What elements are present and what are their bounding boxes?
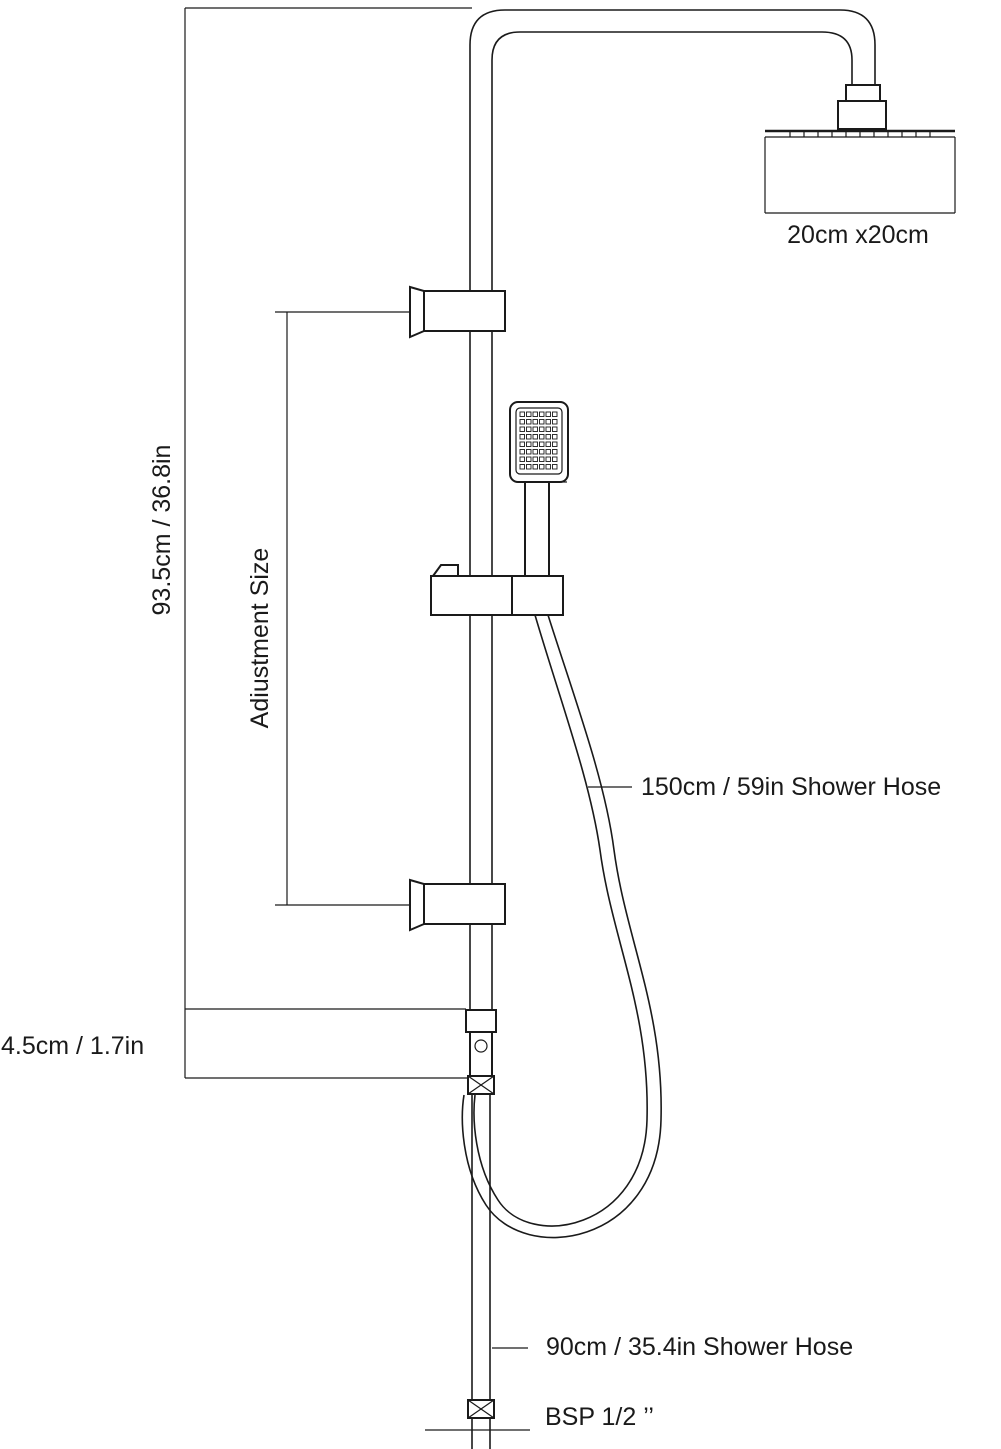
rain-shower-head	[764, 84, 956, 214]
nozzle	[532, 441, 538, 447]
nozzle	[526, 419, 532, 425]
short-shower-hose	[471, 1094, 491, 1400]
nozzle	[552, 434, 558, 440]
nozzle	[539, 456, 545, 462]
nozzle	[539, 434, 545, 440]
nozzle	[526, 441, 532, 447]
bottom-offset-dimension	[185, 1008, 468, 1079]
nozzle	[532, 426, 538, 432]
nozzle	[552, 419, 558, 425]
nozzle	[519, 419, 525, 425]
diverter-fitting	[465, 1009, 497, 1095]
slide-holder	[430, 564, 564, 616]
nozzle	[539, 419, 545, 425]
long-shower-hose	[461, 614, 662, 1239]
bsp-connector	[425, 1399, 530, 1449]
hand-shower	[509, 401, 569, 581]
nozzle	[532, 419, 538, 425]
head-size-label: 20cm x20cm	[787, 221, 929, 249]
nozzle	[539, 449, 545, 455]
nozzle	[526, 456, 532, 462]
nozzle	[526, 449, 532, 455]
nozzle	[552, 411, 558, 417]
nozzle	[532, 464, 538, 470]
nozzle	[532, 449, 538, 455]
nozzle	[545, 434, 551, 440]
upper-wall-bracket	[275, 285, 506, 339]
nozzle	[526, 434, 532, 440]
nozzle	[545, 449, 551, 455]
nozzle	[519, 441, 525, 447]
nozzle	[526, 464, 532, 470]
nozzle	[552, 464, 558, 470]
nozzle	[532, 456, 538, 462]
nozzle	[545, 419, 551, 425]
nozzle	[539, 411, 545, 417]
nozzle	[519, 449, 525, 455]
nozzle	[545, 464, 551, 470]
nozzle	[552, 441, 558, 447]
nozzle	[532, 411, 538, 417]
short-hose-label: 90cm / 35.4in Shower Hose	[546, 1333, 853, 1361]
bsp-connector-label: BSP 1/2 ’’	[545, 1403, 654, 1431]
nozzle	[545, 411, 551, 417]
riser-pipe	[469, 9, 876, 1010]
nozzle	[545, 426, 551, 432]
nozzle	[539, 426, 545, 432]
nozzle	[552, 449, 558, 455]
nozzle	[526, 426, 532, 432]
overall-height-label: 93.5cm / 36.8in	[148, 445, 176, 616]
nozzle	[519, 456, 525, 462]
nozzle	[539, 464, 545, 470]
nozzle	[552, 456, 558, 462]
nozzle	[519, 426, 525, 432]
hand-shower-nozzles	[519, 411, 558, 470]
nozzle	[519, 411, 525, 417]
adjustment-size-label: Adiustment Size	[246, 548, 274, 729]
nozzle	[526, 411, 532, 417]
lower-wall-bracket	[275, 878, 506, 932]
long-hose-label: 150cm / 59in Shower Hose	[641, 773, 941, 801]
nozzle	[532, 434, 538, 440]
nozzle	[519, 464, 525, 470]
nozzle	[519, 434, 525, 440]
nozzle	[539, 441, 545, 447]
nozzle	[545, 456, 551, 462]
bottom-offset-label: 4.5cm / 1.7in	[1, 1032, 144, 1060]
nozzle	[552, 426, 558, 432]
nozzle	[545, 441, 551, 447]
overall-height-dimension	[184, 7, 472, 1078]
